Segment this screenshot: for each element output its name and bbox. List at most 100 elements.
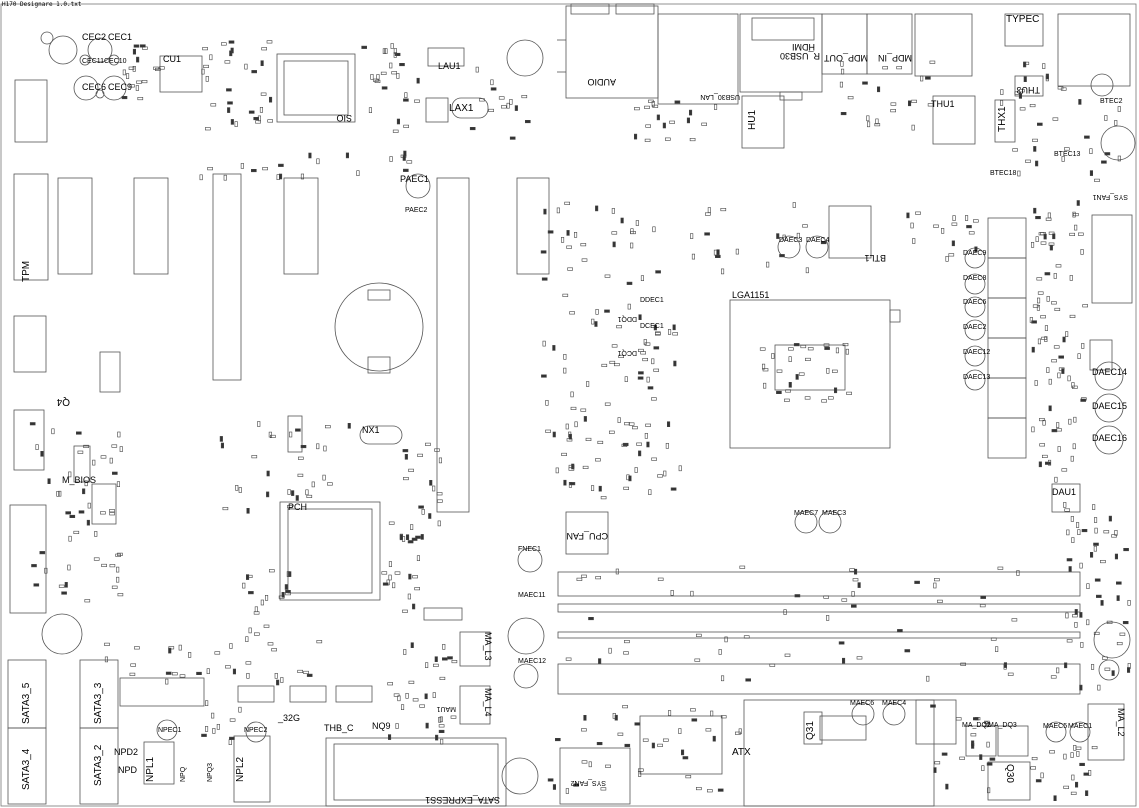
ma-l3-inductor bbox=[459, 631, 491, 667]
sata-express-connector bbox=[325, 737, 507, 807]
label-cec6: CEC6 bbox=[82, 82, 107, 92]
nx1-crystal bbox=[359, 425, 403, 445]
label-sata3-3: SATA3_3 bbox=[93, 682, 104, 724]
bios-switch bbox=[99, 351, 121, 393]
label-npd2: NPD2 bbox=[114, 747, 139, 757]
label-q31: Q31 bbox=[805, 721, 816, 740]
label-maec3: MAEC3 bbox=[822, 510, 847, 517]
cpu-bank-caps bbox=[774, 344, 846, 391]
sata-header-stack bbox=[9, 504, 47, 614]
ma-l2-inductor bbox=[1087, 703, 1125, 761]
sys-fan2-header bbox=[559, 747, 631, 805]
label-btec2: BTEC2 bbox=[1100, 98, 1123, 105]
ma-l4-inductor bbox=[459, 685, 491, 725]
label-btec13: BTEC13 bbox=[1054, 151, 1081, 158]
label-cu1: CU1 bbox=[163, 54, 182, 64]
label-mdp-out: MDP_OUT bbox=[823, 53, 868, 63]
label-mau1: MAU1 bbox=[436, 705, 456, 712]
usb-rear-connector-outline bbox=[914, 13, 973, 77]
thunderbolt-chip-outline bbox=[932, 75, 1044, 145]
label-cec9: CEC9 bbox=[108, 82, 133, 92]
pcie-slot-1 bbox=[212, 173, 242, 381]
label-cec11: CEC11 bbox=[82, 58, 105, 65]
label-maec4: MAEC4 bbox=[882, 700, 907, 707]
label-ddec1: DDEC1 bbox=[640, 297, 664, 304]
q30-mosfet bbox=[987, 761, 1031, 801]
label-daec8: DAEC8 bbox=[963, 275, 987, 282]
label-thx1: THX1 bbox=[997, 106, 1008, 132]
label-usb30-lan: USB30_LAN bbox=[700, 93, 740, 100]
cpu-fan-header bbox=[565, 511, 609, 555]
label-dcq1: DCQ1 bbox=[617, 349, 637, 356]
smd-components bbox=[29, 40, 1131, 802]
label-ma-l2: MA_L2 bbox=[1116, 708, 1126, 737]
label-q30: Q30 bbox=[1004, 764, 1015, 783]
label-q4: Q4 bbox=[56, 396, 70, 407]
label-ma-dq2: MA_DQ2 bbox=[962, 722, 991, 729]
label-fnec1: FNEC1 bbox=[518, 546, 541, 553]
vrm-phase-stack bbox=[964, 214, 1133, 513]
label-daec16: DAEC16 bbox=[1092, 433, 1128, 443]
label-daec2: DAEC2 bbox=[963, 324, 987, 331]
label-sys-fan1: SYS_FAN1 bbox=[1092, 193, 1128, 200]
label-sio: SIO bbox=[336, 113, 352, 123]
label-daec12: DAEC12 bbox=[963, 349, 991, 356]
label-atx: ATX bbox=[732, 747, 751, 758]
label-thu3: THU3 bbox=[1016, 85, 1040, 95]
label-daec4: DAEC4 bbox=[806, 237, 830, 244]
label-daec13: DAEC13 bbox=[963, 374, 991, 381]
label-dcec1: DCEC1 bbox=[640, 323, 664, 330]
label-r-usb30: R_USB30 bbox=[779, 51, 820, 61]
label-nq9: NQ9 bbox=[372, 721, 391, 731]
label-ma-l4: MA_L4 bbox=[483, 688, 493, 717]
label-npl2: NPL2 bbox=[235, 756, 246, 782]
mount-hole-left bbox=[41, 613, 83, 655]
front-header-3 bbox=[283, 177, 319, 275]
label-cec10: CEC10 bbox=[104, 58, 127, 65]
maec11-cap bbox=[507, 617, 545, 655]
lga1151-socket bbox=[729, 299, 901, 449]
cmos-battery bbox=[334, 282, 424, 374]
label-sata3-4: SATA3_4 bbox=[21, 748, 32, 790]
typec-connector-outline bbox=[1004, 13, 1131, 87]
label-ma-l3: MA_L3 bbox=[483, 632, 493, 661]
mdp-in-connector-outline bbox=[866, 13, 913, 75]
label-daec14: DAEC14 bbox=[1092, 367, 1128, 377]
label-paec2: PAEC2 bbox=[405, 207, 428, 214]
label-maec6: MAEC6 bbox=[850, 700, 875, 707]
label-paec1: PAEC1 bbox=[400, 174, 429, 184]
pch-chip-outline bbox=[279, 501, 381, 601]
label-sata-express1: SATA_EXPRESS1 bbox=[425, 795, 500, 805]
label-cec2: CEC2 bbox=[82, 32, 107, 42]
atx-power-connector bbox=[743, 699, 935, 807]
label-thu1: THU1 bbox=[931, 99, 955, 109]
label-lga1151: LGA1151 bbox=[732, 290, 770, 300]
lan-chip-outline bbox=[741, 91, 803, 149]
paec1-cap bbox=[405, 173, 431, 199]
mount-hole-top bbox=[506, 39, 544, 77]
npl2-inductor bbox=[233, 735, 271, 803]
label-ddq1: DDQ1 bbox=[617, 315, 637, 322]
label-maec1: MAEC1 bbox=[1068, 723, 1093, 730]
label-npec2: NPEC2 bbox=[244, 727, 268, 734]
m-bios-chip bbox=[91, 483, 117, 525]
label-btl1: BTL1 bbox=[864, 253, 886, 263]
mount-hole-right bbox=[1093, 621, 1131, 659]
label-audio: AUDIO bbox=[587, 77, 616, 87]
pcie-slot-main bbox=[436, 177, 470, 513]
label-daec6: DAEC6 bbox=[963, 299, 987, 306]
label-hu1: HU1 bbox=[747, 109, 758, 130]
usb-header-2 bbox=[13, 315, 47, 373]
label-mdp-in: MDP_IN bbox=[877, 53, 912, 63]
label-maec7: MAEC7 bbox=[794, 510, 819, 517]
label-daec9: DAEC9 bbox=[963, 250, 987, 257]
label-npq: NPQ bbox=[180, 766, 187, 782]
label-npq3: NPQ3 bbox=[207, 762, 214, 782]
label-lau1: LAU1 bbox=[438, 61, 461, 71]
label-thb-c: THB_C bbox=[324, 723, 354, 733]
front-header-1 bbox=[57, 177, 93, 275]
label-dau1: DAU1 bbox=[1052, 487, 1077, 497]
btl1-inductor bbox=[828, 205, 872, 259]
label-ma-dq3: MA_DQ3 bbox=[988, 722, 1017, 729]
